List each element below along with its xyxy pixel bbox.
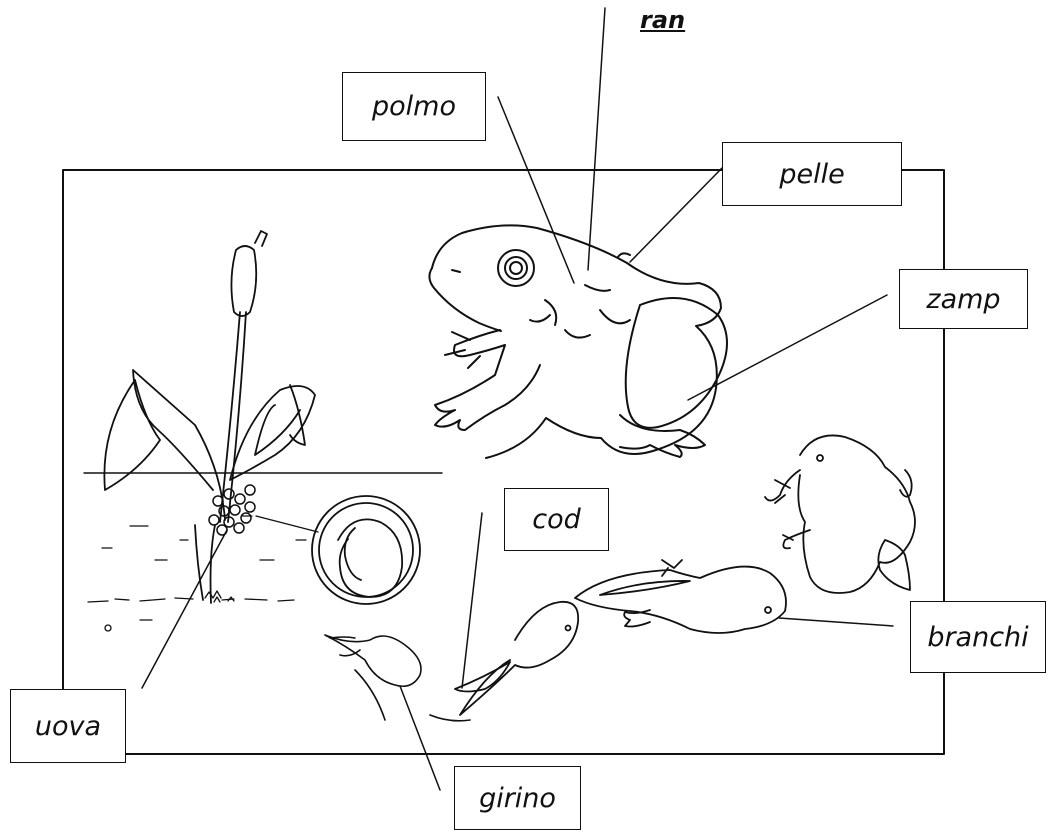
tadpole-large	[455, 602, 578, 715]
tadpole-with-legs	[575, 560, 786, 633]
label-uova: uova	[10, 689, 126, 763]
title-label: ran	[640, 6, 685, 34]
label-polmo: polmo	[342, 72, 486, 141]
label-branchi: branchi	[910, 601, 1046, 673]
pond-bottom	[88, 516, 306, 631]
froglet	[765, 435, 915, 593]
tadpole-small	[325, 635, 470, 721]
label-pelle: pelle	[722, 142, 902, 206]
cattail-plant	[104, 231, 315, 603]
magnified-egg	[312, 496, 420, 604]
label-zamp: zamp	[899, 269, 1028, 329]
label-cod: cod	[504, 488, 609, 551]
leader-lines	[142, 8, 893, 790]
label-girino: girino	[454, 766, 581, 830]
adult-frog	[429, 225, 727, 458]
